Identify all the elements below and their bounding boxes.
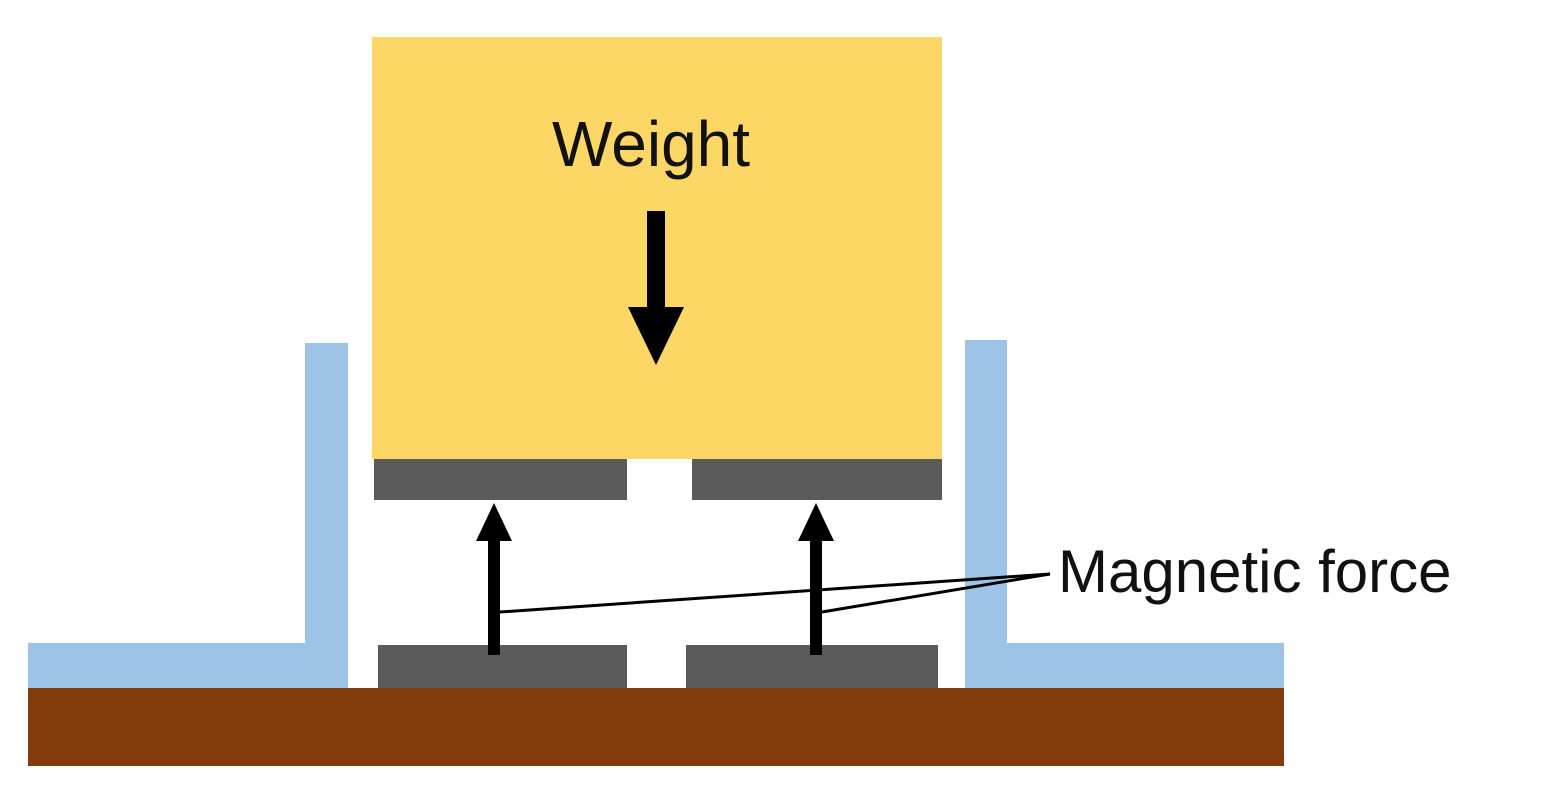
upper-left-magnet bbox=[374, 459, 627, 500]
magnetic-force-leader-right bbox=[821, 572, 1051, 614]
lower-left-magnet bbox=[378, 645, 627, 688]
weight-block bbox=[372, 37, 942, 459]
magnetic-force-arrow-left bbox=[476, 503, 512, 655]
right-guide-rail-horizontal bbox=[965, 643, 1284, 688]
left-guide-rail-vertical bbox=[305, 343, 348, 688]
magnetic-force-label: Magnetic force bbox=[1058, 538, 1452, 605]
weight-label: Weight bbox=[552, 108, 751, 180]
magnetic-force-arrow-right bbox=[798, 503, 834, 655]
right-guide-rail-vertical bbox=[965, 340, 1007, 688]
upper-right-magnet bbox=[692, 459, 942, 500]
lower-right-magnet bbox=[686, 645, 938, 688]
base-plate bbox=[28, 688, 1284, 766]
left-guide-rail-horizontal bbox=[28, 643, 348, 688]
